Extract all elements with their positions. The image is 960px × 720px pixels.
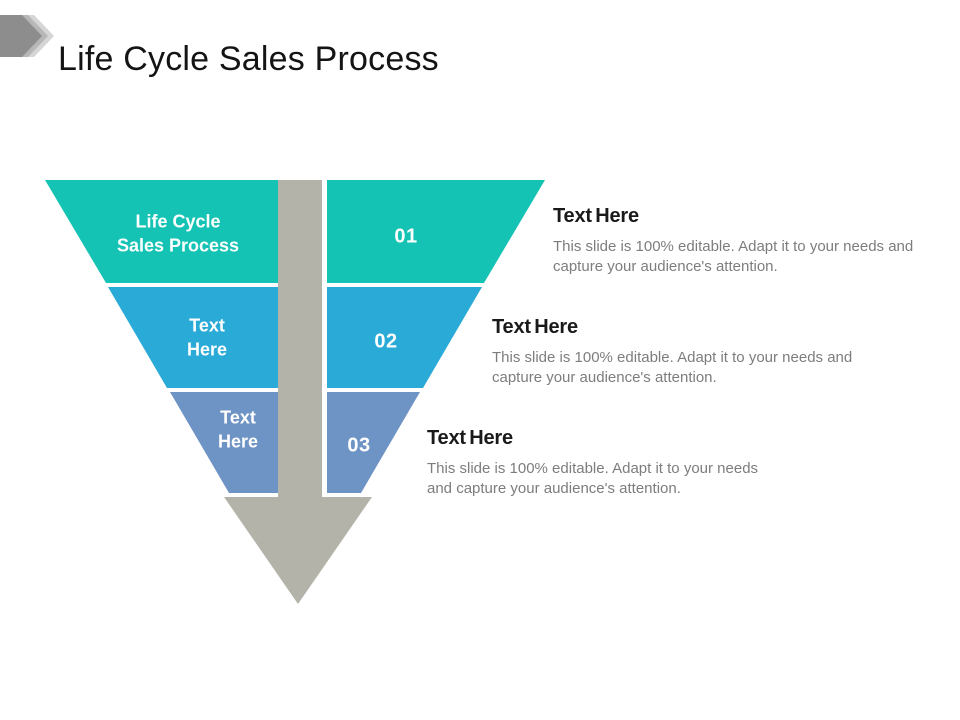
callout-1-heading: Text Here: [553, 205, 639, 227]
down-arrow-head: [224, 497, 372, 604]
funnel-level-1-left-shape: [45, 180, 278, 283]
callout-3-heading: Text Here: [427, 427, 513, 449]
funnel-level-1-right-shape: [327, 180, 545, 283]
funnel-level-3-right-shape: [327, 392, 420, 493]
funnel-level-1-label: Life Cycle Sales Process: [116, 211, 240, 256]
funnel-level-3-label: Text Here: [217, 407, 259, 452]
callout-2: Text Here This slide is 100% editable. A…: [492, 316, 872, 388]
funnel-level-2-label: Text Here: [186, 315, 228, 360]
down-arrow-shaft: [278, 180, 322, 497]
callout-2-heading: Text Here: [492, 316, 578, 338]
funnel-level-3-left-shape: [170, 392, 278, 493]
callout-3: Text Here This slide is 100% editable. A…: [427, 427, 775, 499]
layered-chevron-right-icon: [0, 15, 54, 57]
callout-3-body: This slide is 100% editable. Adapt it to…: [427, 460, 759, 497]
chevron-dark-shape: [0, 15, 42, 57]
funnel-level-2-number: 02: [374, 330, 398, 353]
page-title: Life Cycle Sales Process: [58, 39, 439, 78]
funnel-level-2-right-shape: [327, 287, 482, 388]
callout-1-body: This slide is 100% editable. Adapt it to…: [553, 238, 914, 275]
funnel-level-3-number: 03: [347, 434, 371, 457]
funnel-level-2-left-shape: [108, 287, 278, 388]
funnel-level-1-number: 01: [394, 225, 418, 248]
callout-1: Text Here This slide is 100% editable. A…: [553, 205, 933, 277]
callout-2-body: This slide is 100% editable. Adapt it to…: [492, 349, 853, 386]
